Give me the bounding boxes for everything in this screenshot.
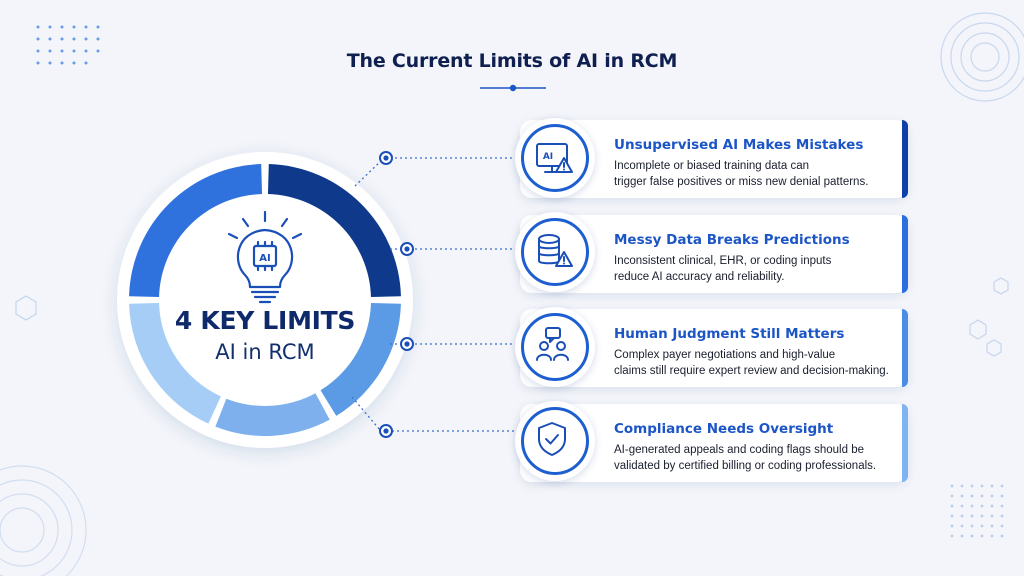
limit-icon-badge-2 <box>515 212 595 292</box>
limit-desc-line: AI-generated appeals and coding flags sh… <box>614 444 864 456</box>
limit-title: Human Judgment Still Matters <box>614 326 845 342</box>
card-accent-bar <box>902 120 908 198</box>
limit-description: AI-generated appeals and coding flags sh… <box>614 442 894 474</box>
hexagon-decoration-right <box>969 277 1009 357</box>
ring-segment <box>129 302 221 424</box>
ring-segment <box>215 393 330 436</box>
concentric-rings-top-right <box>940 12 1024 102</box>
limit-description: Inconsistent clinical, EHR, or coding in… <box>614 253 894 285</box>
limit-description: Incomplete or biased training data can t… <box>614 158 894 190</box>
center-sub-label: AI in RCM <box>215 340 315 364</box>
limit-desc-line: Inconsistent clinical, EHR, or coding in… <box>614 255 832 267</box>
hexagon-decoration-left <box>15 295 37 321</box>
card-accent-bar <box>902 309 908 387</box>
ring-segment <box>129 164 263 298</box>
ring-segments <box>129 164 401 436</box>
limit-title: Messy Data Breaks Predictions <box>614 232 850 248</box>
limit-description: Complex payer negotiations and high-valu… <box>614 347 894 379</box>
ai-monitor-warning-icon: AI <box>536 143 573 173</box>
limit-desc-line: claims still require expert review and d… <box>614 365 889 377</box>
limit-title: Compliance Needs Oversight <box>614 421 834 437</box>
title-divider <box>480 84 546 92</box>
connector-node-3 <box>400 337 414 351</box>
lightbulb-ai-icon <box>227 210 303 304</box>
page-title: The Current Limits of AI in RCM <box>346 50 678 72</box>
ring-segment <box>320 302 401 416</box>
icon-ring <box>521 218 589 286</box>
connector-line-4 <box>351 396 381 431</box>
icon-ring <box>521 124 589 192</box>
card-accent-bar <box>902 215 908 293</box>
limit-card-2: Messy Data Breaks Predictions Inconsiste… <box>520 215 908 293</box>
icon-ring <box>521 313 589 381</box>
limit-icon-badge-4 <box>515 401 595 481</box>
limit-desc-line: validated by certified billing or coding… <box>614 460 877 472</box>
connector-nodes <box>379 151 414 438</box>
limit-icon-badge-1: AI <box>515 118 595 198</box>
limit-desc-line: Incomplete or biased training data can <box>614 160 809 172</box>
connector-line-1 <box>354 157 385 187</box>
limit-desc-line: reduce AI accuracy and reliability. <box>614 271 785 283</box>
ring-segment <box>267 164 401 298</box>
limit-icon-badge-3 <box>515 307 595 387</box>
limit-desc-line: Complex payer negotiations and high-valu… <box>614 349 836 361</box>
people-discussion-icon <box>536 327 569 361</box>
center-main-label: 4 KEY LIMITS <box>174 306 356 335</box>
limit-title: Unsupervised AI Makes Mistakes <box>614 137 864 153</box>
concentric-rings-bottom-left <box>0 465 87 576</box>
database-warning-icon <box>538 234 573 267</box>
limit-desc-line: trigger false positives or miss new deni… <box>614 176 869 188</box>
lightbulb-ai-label: AI <box>259 253 270 264</box>
ai-monitor-label: AI <box>543 152 553 162</box>
icon-ring <box>521 407 589 475</box>
dot-grid-bottom-right <box>950 484 1004 538</box>
ring-inner-disc <box>166 201 364 399</box>
dot-grid-top-left <box>36 25 100 65</box>
connector-node-4 <box>379 424 393 438</box>
card-accent-bar <box>902 404 908 482</box>
connector-node-2 <box>400 242 414 256</box>
connector-node-1 <box>379 151 393 165</box>
shield-check-icon <box>538 422 566 456</box>
